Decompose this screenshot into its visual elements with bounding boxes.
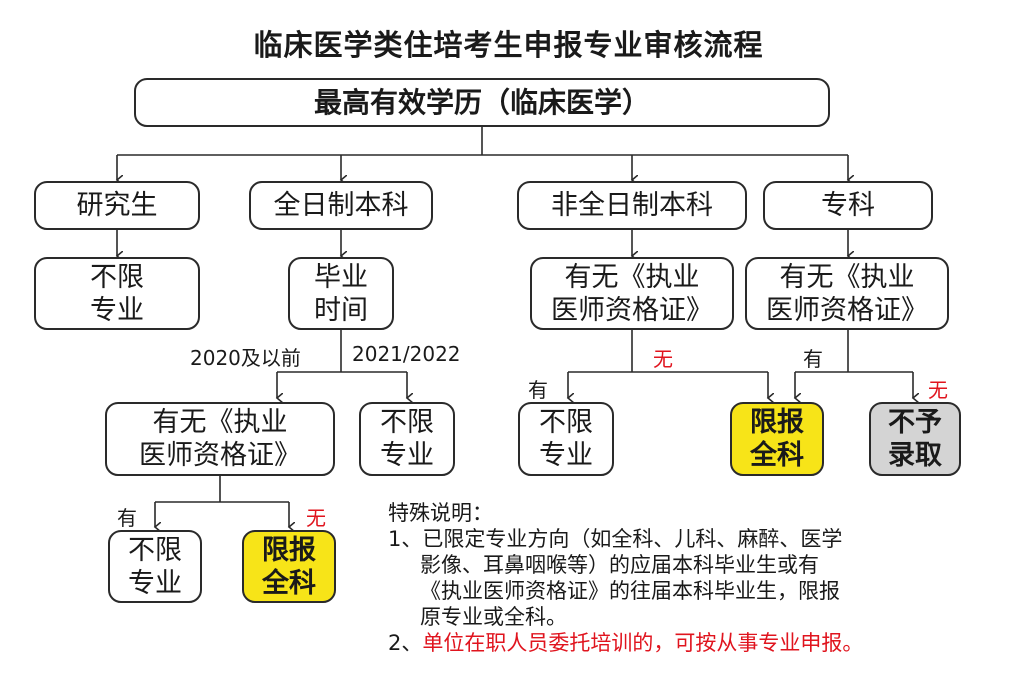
ft-no-result-line2: 全科 [262, 567, 316, 599]
grad-time-node: 毕业时间 [288, 257, 394, 330]
ft-yes-result-line2: 专业 [128, 567, 182, 599]
nft-yes-result-line1: 不限 [539, 407, 593, 438]
jr-no-result-line2: 录取 [888, 440, 942, 471]
label-jr-yes: 有 [803, 347, 823, 371]
note1-line4: 原专业或全科。 [420, 605, 567, 629]
ft-cert-node: 有无《执业医师资格证》 [105, 402, 335, 476]
nft-no-result-line2: 全科 [750, 440, 804, 471]
root-label: 最高有效学历（临床医学） [313, 86, 650, 119]
nft-no-result-node: 限报全科 [730, 402, 824, 476]
ft-no-result-node: 限报全科 [242, 530, 336, 603]
ft-no-result-line1: 限报 [262, 534, 316, 566]
nft-cert-line2: 医师资格证》 [551, 294, 713, 326]
label-2020-before: 2020及以前 [190, 346, 301, 370]
page-title: 临床医学类住培考生申报专业审核流程 [253, 28, 764, 62]
note1-line1: 1、已限定专业方向（如全科、儿科、麻醉、医学 [388, 527, 843, 551]
note1-line3: 《执业医师资格证》的往届本科毕业生，限报 [420, 579, 840, 603]
grad-result-line1: 不限 [90, 261, 144, 293]
ft-2122-result-line2: 专业 [380, 440, 434, 471]
grad-node: 研究生 [34, 181, 200, 230]
grad-time-line1: 毕业 [314, 261, 368, 293]
jr-cert-line2: 医师资格证》 [766, 294, 928, 326]
ft-2122-result-node: 不限专业 [359, 402, 455, 476]
special-notes: 特殊说明： 1、已限定专业方向（如全科、儿科、麻醉、医学 影像、耳鼻咽喉等）的应… [388, 500, 863, 656]
ft-2122-result-line1: 不限 [380, 407, 434, 438]
label-nft-yes: 有 [528, 378, 548, 402]
ft-yes-result-node: 不限专业 [108, 530, 202, 603]
nonfulltime-label: 非全日制本科 [551, 190, 713, 221]
grad-label: 研究生 [76, 190, 158, 221]
nft-no-result-line1: 限报 [750, 407, 804, 438]
junior-node: 专科 [763, 181, 933, 230]
root-node: 最高有效学历（临床医学） [134, 78, 830, 127]
label-ft-no: 无 [306, 506, 326, 530]
label-2021-2022: 2021/2022 [352, 342, 461, 366]
ft-yes-result-line1: 不限 [128, 534, 182, 566]
notes-heading: 特殊说明： [388, 501, 493, 525]
jr-no-result-line1: 不予 [888, 407, 942, 438]
jr-cert-line1: 有无《执业 [779, 261, 915, 293]
ft-cert-line1: 有无《执业 [152, 407, 288, 438]
fulltime-node: 全日制本科 [249, 181, 433, 230]
nft-yes-result-node: 不限专业 [518, 402, 614, 476]
label-ft-yes: 有 [117, 506, 137, 530]
note2-text: 单位在职人员委托培训的，可按从事专业申报。 [422, 631, 864, 655]
jr-no-result-node: 不予录取 [869, 402, 961, 476]
ft-cert-line2: 医师资格证》 [139, 440, 301, 471]
note2-line: 2、单位在职人员委托培训的，可按从事专业申报。 [388, 630, 863, 656]
jr-cert-node: 有无《执业医师资格证》 [745, 257, 949, 330]
fulltime-label: 全日制本科 [273, 190, 409, 221]
note2-prefix: 2、 [388, 631, 423, 655]
junior-label: 专科 [821, 190, 875, 221]
nft-cert-line1: 有无《执业 [564, 261, 700, 293]
grad-result-node: 不限专业 [34, 257, 200, 330]
grad-time-line2: 时间 [314, 294, 368, 326]
nonfulltime-node: 非全日制本科 [517, 181, 747, 230]
grad-result-line2: 专业 [90, 294, 144, 326]
note1-line2: 影像、耳鼻咽喉等）的应届本科毕业生或有 [420, 553, 819, 577]
nft-cert-node: 有无《执业医师资格证》 [530, 257, 734, 330]
label-nft-no: 无 [653, 347, 673, 371]
label-jr-no: 无 [928, 378, 948, 402]
nft-yes-result-line2: 专业 [539, 440, 593, 471]
